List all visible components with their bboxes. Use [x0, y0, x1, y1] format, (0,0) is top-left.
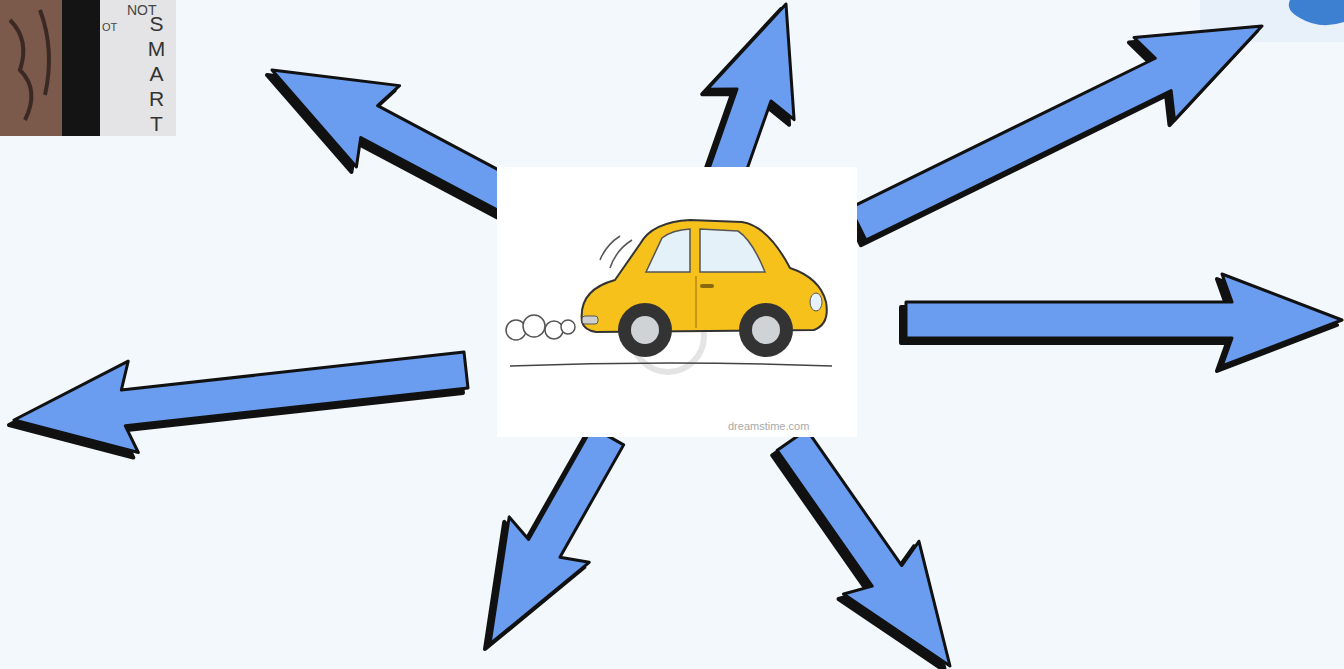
arrow-body: [906, 274, 1342, 366]
door-line: [695, 276, 697, 328]
headlight: [810, 293, 822, 311]
watermark: dreamstime.com: [728, 421, 809, 432]
photo-thumbnail: [0, 0, 176, 136]
wheel: [618, 303, 672, 357]
arrow-body: [705, 4, 794, 192]
door-handle: [700, 284, 714, 288]
picture-frame: [497, 167, 857, 437]
handwritten-word: OT: [102, 22, 117, 33]
block-arrow: [845, 26, 1262, 245]
ground-line: [510, 363, 832, 366]
arrow-body: [777, 430, 950, 666]
blue-shape: [1289, 0, 1344, 25]
arrow-group: [9, 4, 1342, 669]
block-arrow: [9, 352, 468, 457]
rear-window: [646, 229, 690, 272]
dark-sleeve: [62, 0, 100, 136]
exhaust-cloud: [506, 315, 575, 340]
front-window: [700, 229, 765, 272]
block-arrow: [485, 427, 624, 649]
car-illustration: [497, 167, 857, 437]
arrow-body: [850, 26, 1262, 240]
henna-pattern: [10, 10, 49, 120]
wheel: [739, 303, 793, 357]
arrow-body: [14, 352, 468, 452]
block-arrow: [772, 430, 950, 669]
arm-skin: [0, 0, 62, 136]
arrow-body: [490, 427, 624, 644]
whiteboard: [0, 0, 176, 136]
block-arrow: [901, 274, 1342, 371]
rear-bumper: [582, 316, 598, 324]
handwritten-word: SMART: [146, 12, 167, 137]
car-body: [582, 220, 827, 332]
